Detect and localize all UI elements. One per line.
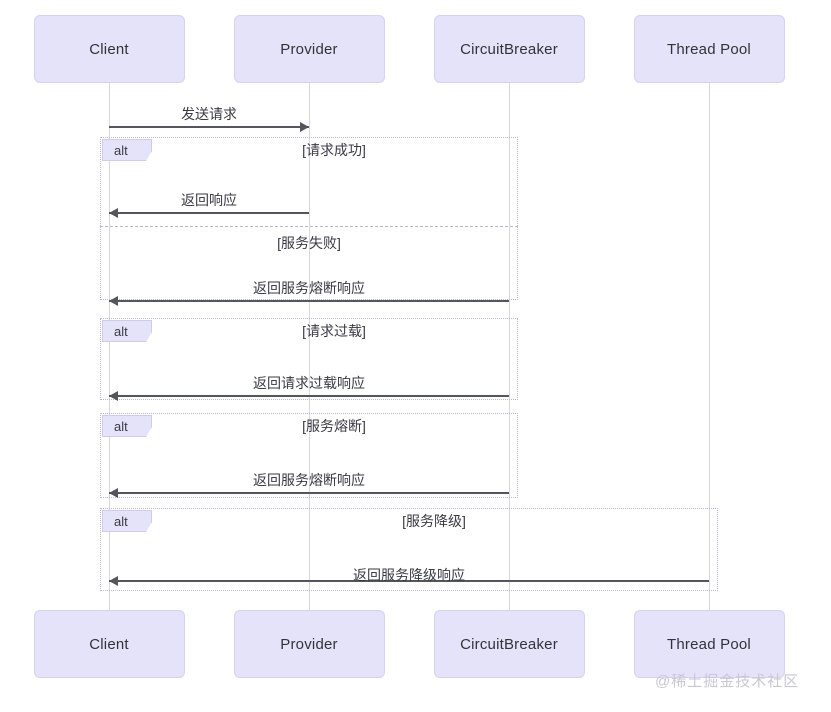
message-3-arrowhead xyxy=(109,296,118,306)
lifeline-thread-pool xyxy=(709,83,710,610)
message-4-line xyxy=(109,395,509,397)
watermark: @稀土掘金技术社区 xyxy=(655,673,800,690)
participant-provider-bottom[interactable]: Provider xyxy=(233,610,385,678)
message-4-arrowhead xyxy=(109,391,118,401)
message-6-arrowhead xyxy=(109,576,118,586)
message-5-label: 返回服务熔断响应 xyxy=(253,472,365,488)
participant-client-bottom-label: Client xyxy=(89,635,129,653)
participant-thread-pool-bottom[interactable]: Thread Pool xyxy=(633,610,785,678)
message-3-label: 返回服务熔断响应 xyxy=(253,280,365,296)
alt-fragment-4 xyxy=(100,508,718,591)
alt-fragment-1-condition-1: [请求成功] xyxy=(302,142,366,158)
message-5-arrowhead xyxy=(109,488,118,498)
participant-provider-top-label: Provider xyxy=(280,40,338,58)
message-1-label: 发送请求 xyxy=(181,106,237,122)
alt-fragment-4-condition-1: [服务降级] xyxy=(402,513,466,529)
lifeline-circuitbreaker xyxy=(509,83,510,610)
participant-circuitbreaker-bottom-label: CircuitBreaker xyxy=(460,635,558,653)
alt-fragment-3-condition-1: [服务熔断] xyxy=(302,418,366,434)
message-3-line xyxy=(109,300,509,302)
alt-fragment-2-tag: alt xyxy=(102,320,152,342)
participant-circuitbreaker-top-label: CircuitBreaker xyxy=(460,40,558,58)
alt-fragment-2 xyxy=(100,318,518,400)
participant-provider-top[interactable]: Provider xyxy=(233,15,385,83)
participant-thread-pool-top[interactable]: Thread Pool xyxy=(633,15,785,83)
alt-fragment-1-condition-2: [服务失败] xyxy=(277,235,341,251)
message-2-arrowhead xyxy=(109,208,118,218)
message-5-line xyxy=(109,492,509,494)
alt-fragment-1 xyxy=(100,137,518,300)
participant-client-top[interactable]: Client xyxy=(33,15,185,83)
message-2-line xyxy=(109,212,309,214)
participant-thread-pool-top-label: Thread Pool xyxy=(667,40,751,58)
message-1-arrowhead xyxy=(300,122,309,132)
message-4-label: 返回请求过载响应 xyxy=(253,375,365,391)
alt-fragment-3-tag: alt xyxy=(102,415,152,437)
participant-thread-pool-bottom-label: Thread Pool xyxy=(667,635,751,653)
participant-circuitbreaker-top[interactable]: CircuitBreaker xyxy=(433,15,585,83)
lifeline-provider xyxy=(309,83,310,610)
alt-fragment-1-tag: alt xyxy=(102,139,152,161)
participant-client-top-label: Client xyxy=(89,40,129,58)
message-6-line xyxy=(109,580,709,582)
lifeline-client xyxy=(109,83,110,610)
message-1-line xyxy=(109,126,309,128)
alt-fragment-4-tag: alt xyxy=(102,510,152,532)
participant-provider-bottom-label: Provider xyxy=(280,635,338,653)
message-2-label: 返回响应 xyxy=(181,192,237,208)
alt-fragment-2-condition-1: [请求过载] xyxy=(302,323,366,339)
alt-fragment-1-divider xyxy=(100,226,518,227)
participant-client-bottom[interactable]: Client xyxy=(33,610,185,678)
message-6-label: 返回服务降级响应 xyxy=(353,567,465,583)
alt-fragment-3 xyxy=(100,413,518,498)
participant-circuitbreaker-bottom[interactable]: CircuitBreaker xyxy=(433,610,585,678)
